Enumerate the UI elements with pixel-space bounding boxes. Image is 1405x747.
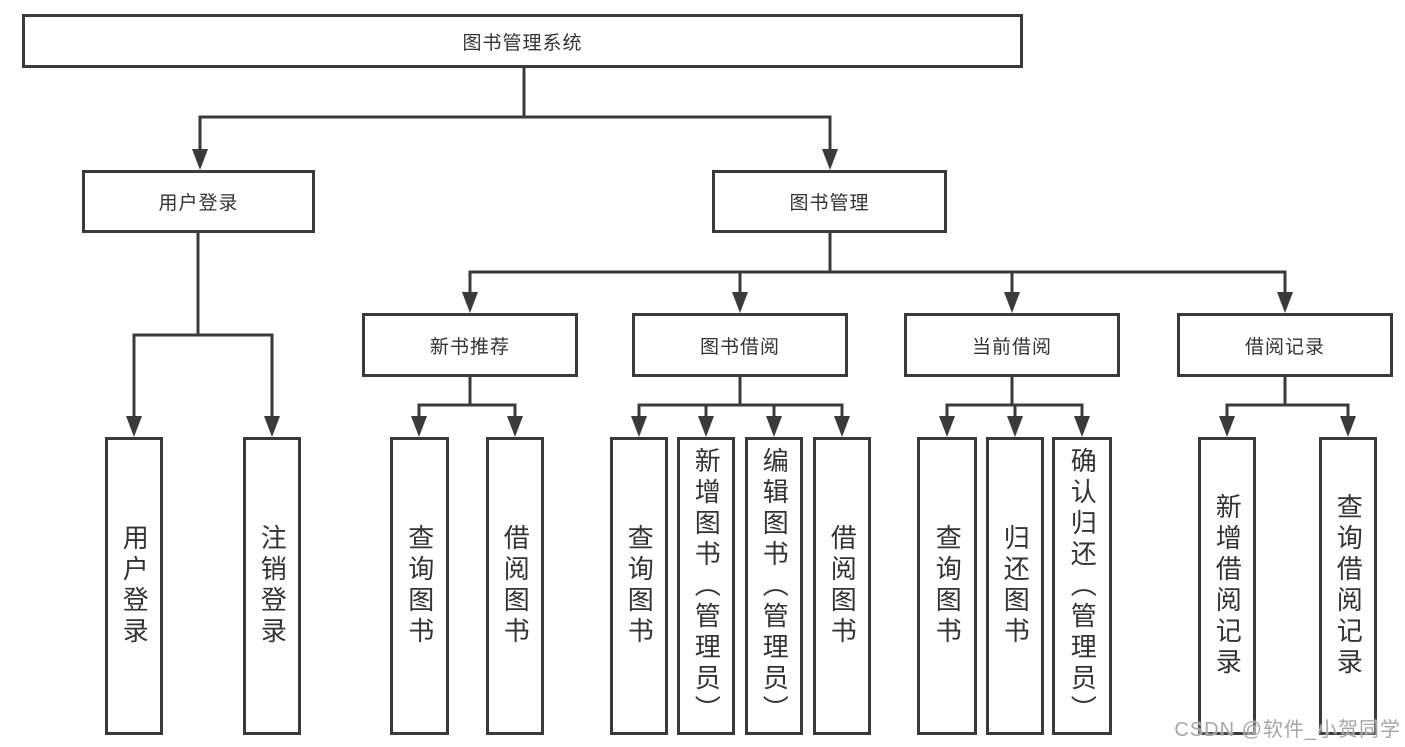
leaf-borrow-borrow-books: 借阅图书 [813, 437, 871, 735]
node-book-borrowing: 图书借阅 [632, 313, 848, 377]
leaf-newbook-borrow-books-label: 借阅图书 [500, 524, 531, 648]
leaf-borrow-add-books-admin-label: 新增图书（管理员） [691, 446, 722, 726]
leaf-borrow-query-books-label: 查询图书 [624, 524, 655, 648]
node-user-login-label: 用户登录 [158, 193, 239, 214]
leaf-records-add-record-label: 新增借阅记录 [1212, 493, 1243, 679]
node-book-management-label: 图书管理 [789, 193, 870, 214]
node-new-book-recommend-label: 新书推荐 [429, 336, 510, 358]
watermark: CSDN @软件_小贺同学 [1174, 719, 1401, 741]
node-current-borrowing-label: 当前借阅 [971, 336, 1052, 358]
leaf-current-return-books: 归还图书 [986, 437, 1044, 735]
leaf-records-add-record: 新增借阅记录 [1198, 437, 1256, 735]
leaf-records-query-record: 查询借阅记录 [1319, 437, 1377, 735]
leaf-current-confirm-return-admin: 确认归还（管理员） [1052, 437, 1112, 735]
node-root: 图书管理系统 [22, 14, 1023, 68]
leaf-borrow-edit-books-admin-label: 编辑图书（管理员） [759, 446, 790, 726]
node-current-borrowing: 当前借阅 [904, 313, 1120, 377]
leaf-current-confirm-return-admin-label: 确认归还（管理员） [1067, 446, 1098, 726]
leaf-user-login-label: 用户登录 [119, 524, 150, 648]
node-new-book-recommend: 新书推荐 [362, 313, 578, 377]
leaf-borrow-edit-books-admin: 编辑图书（管理员） [745, 437, 803, 735]
leaf-logout-label: 注销登录 [257, 524, 288, 648]
leaf-logout: 注销登录 [243, 437, 301, 735]
leaf-newbook-query-books: 查询图书 [390, 437, 449, 735]
leaf-current-query-books: 查询图书 [917, 437, 977, 735]
node-book-management: 图书管理 [712, 170, 947, 233]
node-user-login: 用户登录 [82, 170, 315, 233]
leaf-newbook-query-books-label: 查询图书 [404, 524, 435, 648]
node-borrowing-records: 借阅记录 [1177, 313, 1393, 377]
leaf-newbook-borrow-books: 借阅图书 [486, 437, 544, 735]
leaf-borrow-add-books-admin: 新增图书（管理员） [677, 437, 735, 735]
leaf-current-return-books-label: 归还图书 [1000, 524, 1031, 648]
node-book-borrowing-label: 图书借阅 [699, 336, 780, 358]
leaf-borrow-query-books: 查询图书 [610, 437, 668, 735]
node-root-label: 图书管理系统 [462, 32, 583, 54]
leaf-borrow-borrow-books-label: 借阅图书 [827, 524, 858, 648]
leaf-user-login: 用户登录 [105, 437, 163, 735]
leaf-records-query-record-label: 查询借阅记录 [1333, 493, 1364, 679]
leaf-current-query-books-label: 查询图书 [932, 524, 963, 648]
node-borrowing-records-label: 借阅记录 [1244, 336, 1325, 358]
